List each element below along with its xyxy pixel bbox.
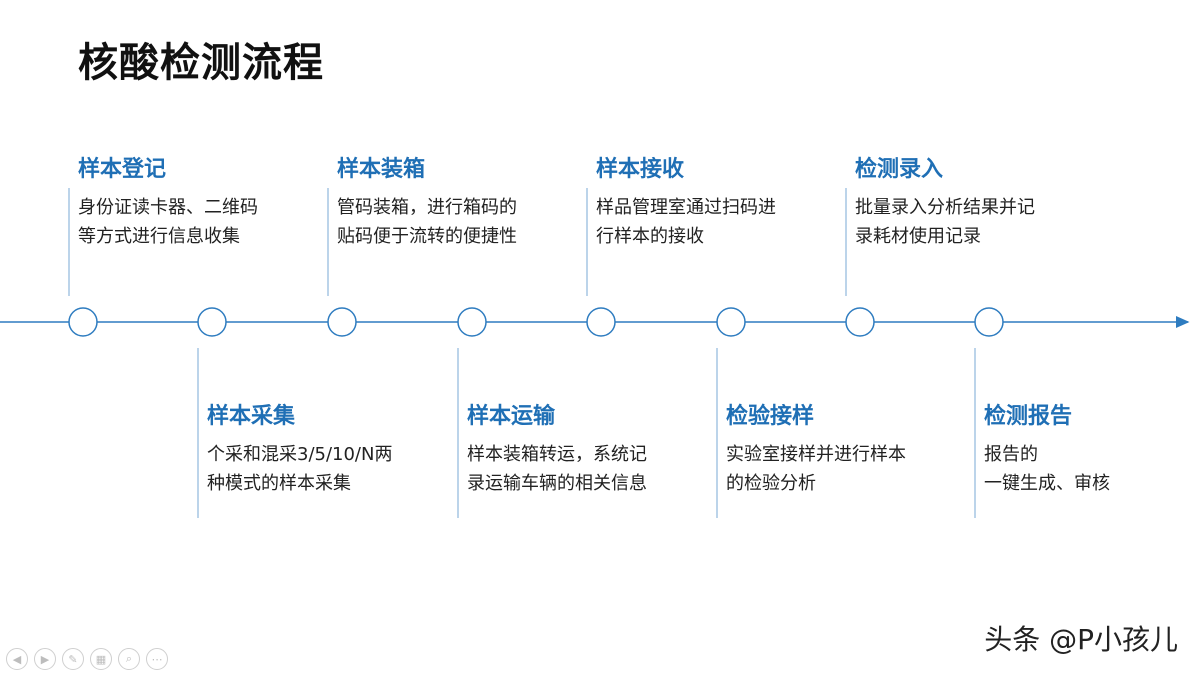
timeline-node xyxy=(457,307,487,337)
process-step: 样本接收样品管理室通过扫码进行样本的接收 xyxy=(596,155,846,251)
slideshow-controls: ◀ ▶ ✎ ▦ ⌕ ⋯ xyxy=(6,648,168,670)
process-step: 样本采集个采和混采3/5/10/N两种模式的样本采集 xyxy=(207,402,457,498)
step-description-line: 种模式的样本采集 xyxy=(207,473,351,494)
pen-icon[interactable]: ✎ xyxy=(62,648,84,670)
step-description: 报告的一键生成、审核 xyxy=(984,440,1200,498)
step-description-line: 的检验分析 xyxy=(726,473,816,494)
step-title: 样本采集 xyxy=(207,404,296,429)
process-step: 样本装箱管码装箱，进行箱码的贴码便于流转的便捷性 xyxy=(337,155,587,251)
step-description: 批量录入分析结果并记录耗材使用记录 xyxy=(855,193,1105,251)
timeline-node xyxy=(974,307,1004,337)
step-description-line: 样本装箱转运，系统记 xyxy=(467,444,647,465)
step-description: 样本装箱转运，系统记录运输车辆的相关信息 xyxy=(467,440,717,498)
process-step: 检验接样实验室接样并进行样本的检验分析 xyxy=(726,402,976,498)
step-description-line: 身份证读卡器、二维码 xyxy=(78,197,258,218)
process-step: 样本登记身份证读卡器、二维码等方式进行信息收集 xyxy=(78,155,328,251)
step-description: 身份证读卡器、二维码等方式进行信息收集 xyxy=(78,193,328,251)
step-description-line: 录耗材使用记录 xyxy=(855,226,981,247)
step-description: 样品管理室通过扫码进行样本的接收 xyxy=(596,193,846,251)
step-description-line: 批量录入分析结果并记 xyxy=(855,197,1035,218)
timeline-node xyxy=(68,307,98,337)
step-description-line: 一键生成、审核 xyxy=(984,473,1110,494)
step-title: 样本装箱 xyxy=(337,157,426,182)
step-title: 检测录入 xyxy=(855,157,944,182)
step-description-line: 录运输车辆的相关信息 xyxy=(467,473,647,494)
step-description-line: 报告的 xyxy=(984,444,1038,465)
more-icon[interactable]: ⋯ xyxy=(146,648,168,670)
zoom-icon[interactable]: ⌕ xyxy=(118,648,140,670)
step-title: 样本登记 xyxy=(78,157,167,182)
process-step: 检测录入批量录入分析结果并记录耗材使用记录 xyxy=(855,155,1105,251)
page-title: 核酸检测流程 xyxy=(78,40,324,86)
step-description-line: 管码装箱，进行箱码的 xyxy=(337,197,517,218)
step-title: 样本运输 xyxy=(467,404,556,429)
step-description-line: 样品管理室通过扫码进 xyxy=(596,197,776,218)
step-title: 检验接样 xyxy=(726,404,815,429)
step-description: 个采和混采3/5/10/N两种模式的样本采集 xyxy=(207,440,457,498)
timeline-node xyxy=(197,307,227,337)
step-description-line: 行样本的接收 xyxy=(596,226,704,247)
step-description-line: 等方式进行信息收集 xyxy=(78,226,240,247)
timeline-node xyxy=(586,307,616,337)
step-description: 管码装箱，进行箱码的贴码便于流转的便捷性 xyxy=(337,193,587,251)
step-title: 样本接收 xyxy=(596,157,685,182)
timeline-node xyxy=(327,307,357,337)
step-description-line: 个采和混采3/5/10/N两 xyxy=(207,444,393,465)
step-description-line: 实验室接样并进行样本 xyxy=(726,444,906,465)
timeline-node xyxy=(845,307,875,337)
next-icon[interactable]: ▶ xyxy=(34,648,56,670)
process-step: 检测报告报告的一键生成、审核 xyxy=(984,402,1200,498)
step-title: 检测报告 xyxy=(984,404,1073,429)
slides-icon[interactable]: ▦ xyxy=(90,648,112,670)
prev-icon[interactable]: ◀ xyxy=(6,648,28,670)
timeline-node xyxy=(716,307,746,337)
step-description: 实验室接样并进行样本的检验分析 xyxy=(726,440,976,498)
process-step: 样本运输样本装箱转运，系统记录运输车辆的相关信息 xyxy=(467,402,717,498)
watermark: 头条 @P小孩儿 xyxy=(984,623,1178,656)
step-description-line: 贴码便于流转的便捷性 xyxy=(337,226,517,247)
